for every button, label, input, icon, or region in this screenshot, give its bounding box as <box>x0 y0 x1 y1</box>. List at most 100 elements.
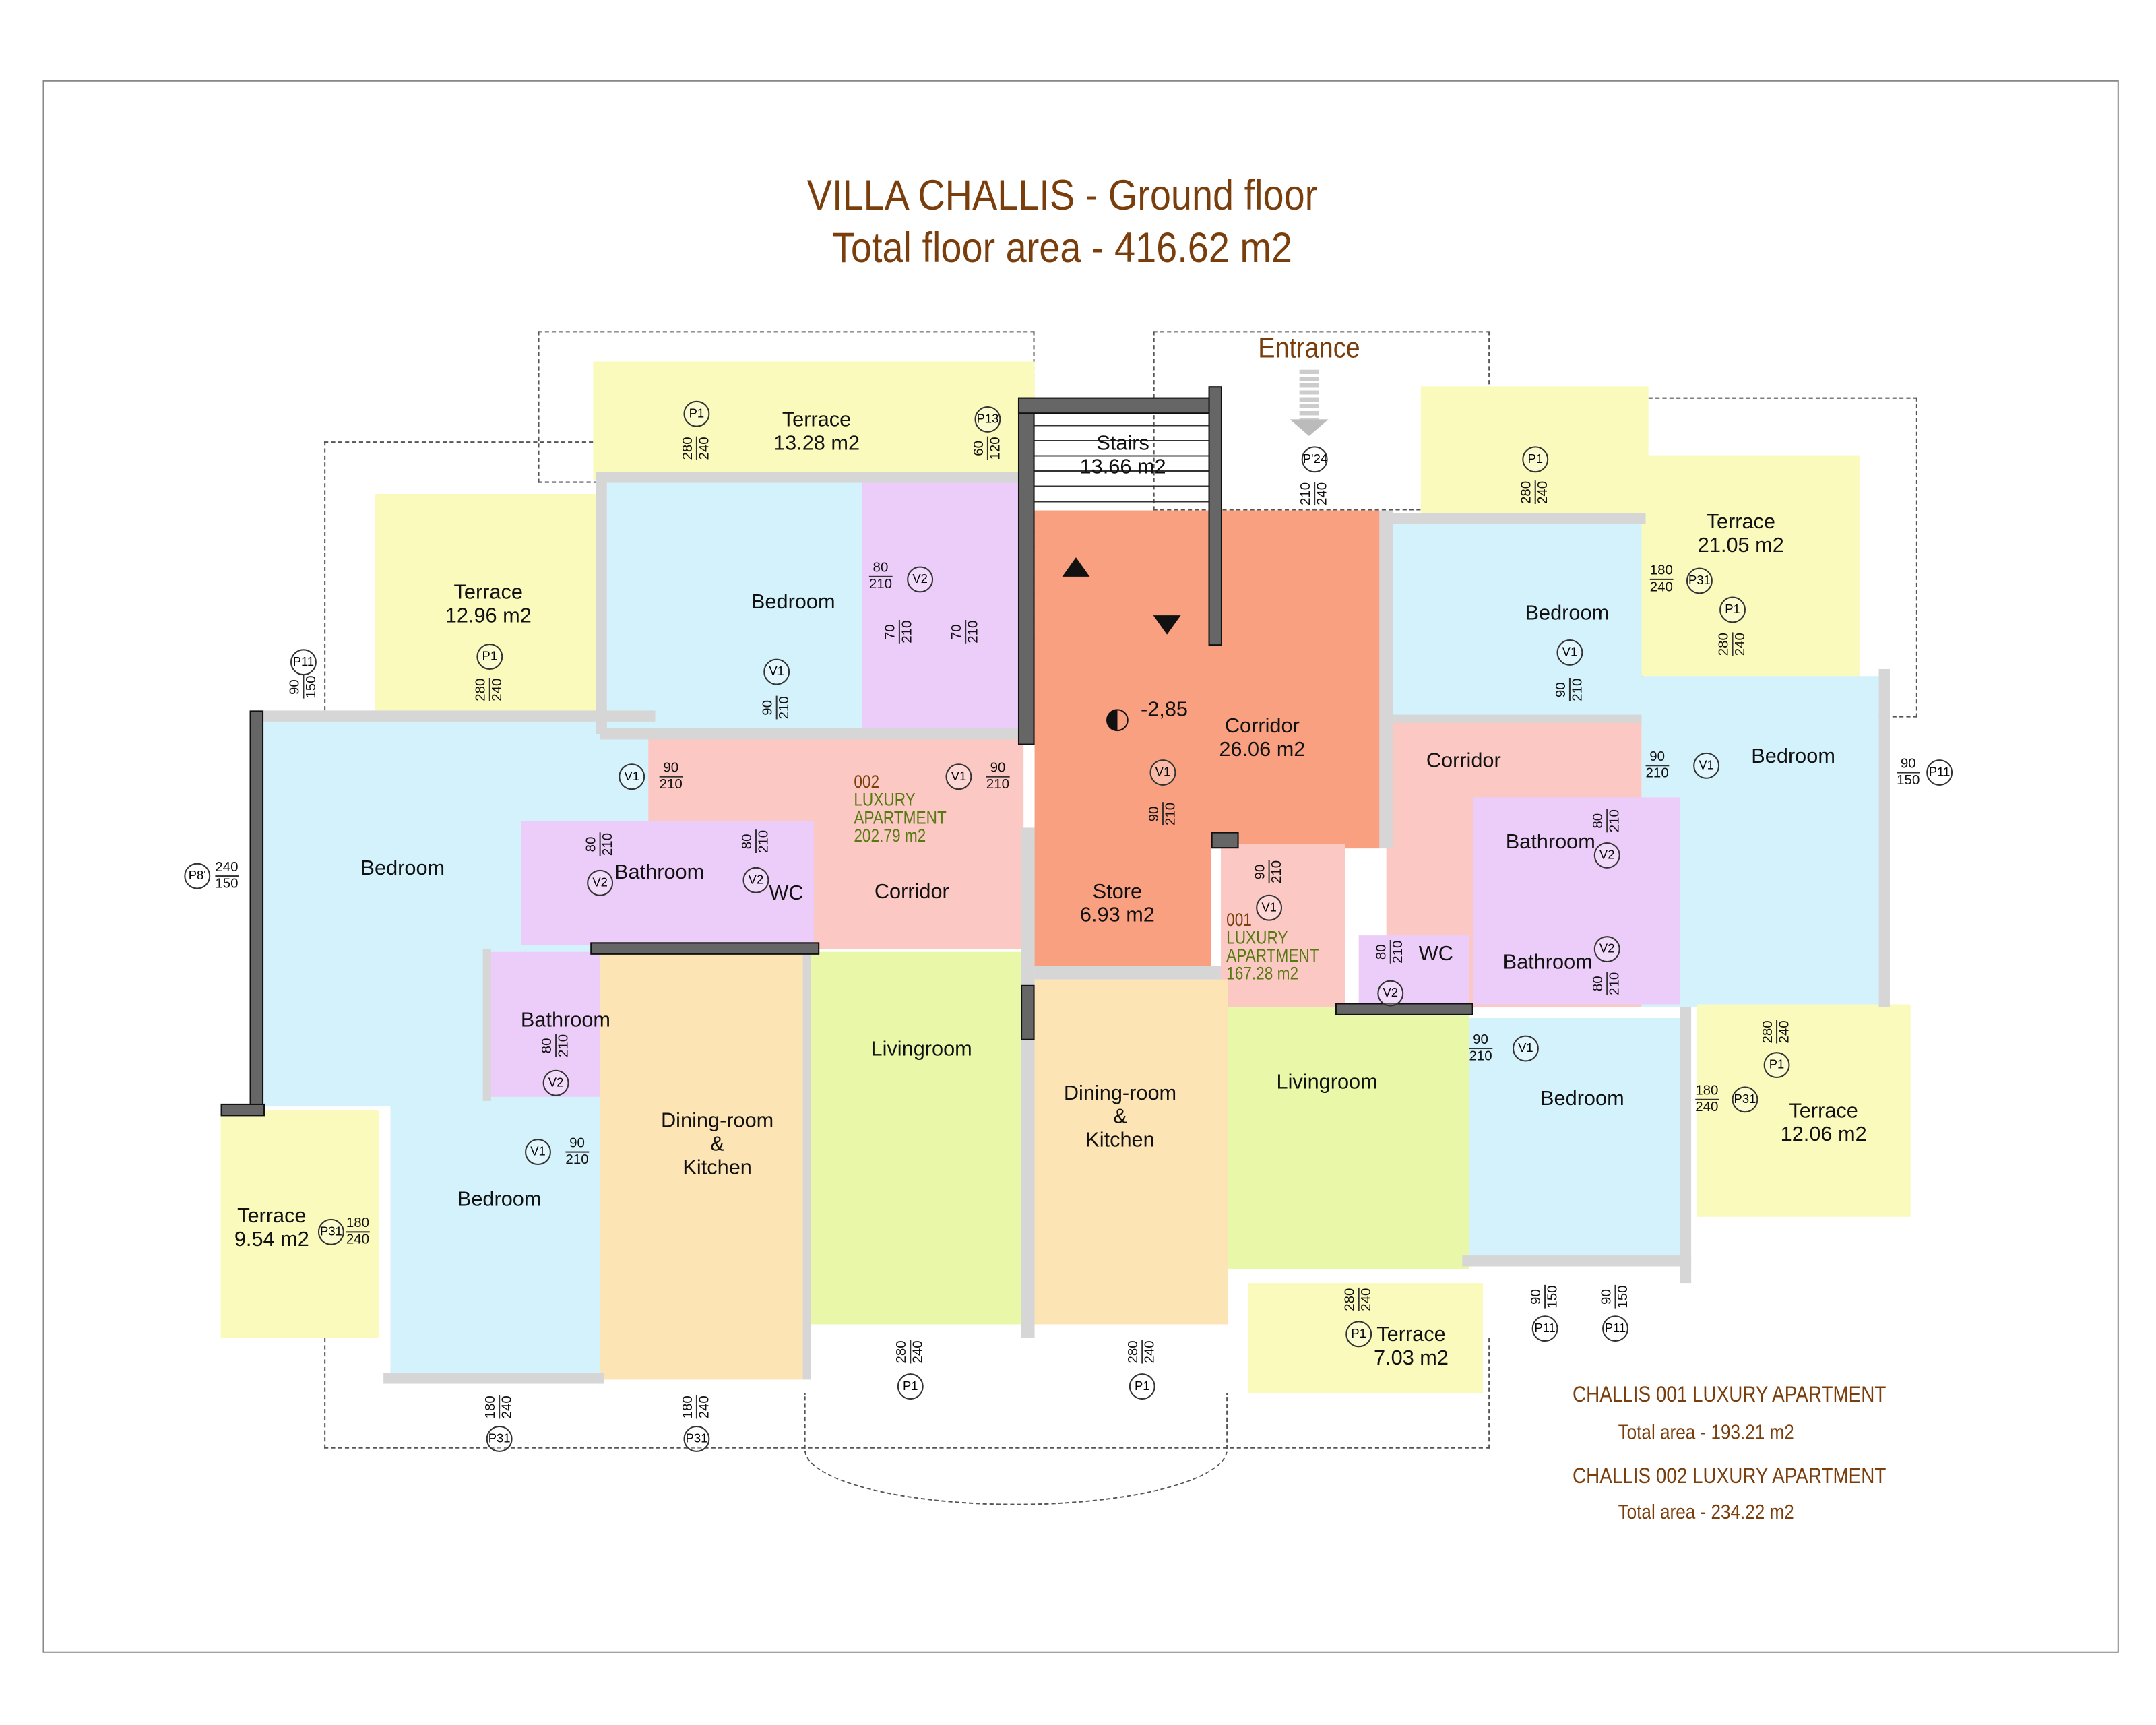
opening-tag: P'24 <box>1301 446 1328 473</box>
opening-width: 90 <box>1147 806 1162 822</box>
legend-apartment-001-total: Total area - 193.21 m2 <box>1618 1420 1794 1445</box>
opening-height: 210 <box>565 1151 589 1168</box>
opening-tag: P1 <box>1129 1373 1155 1400</box>
opening-height: 240 <box>1141 1340 1158 1364</box>
room-label-bathroom-right-2: Bathroom <box>1502 950 1593 974</box>
opening-tag: P13 <box>974 406 1001 433</box>
opening-tag: V2 <box>907 566 934 593</box>
room-label-wc-left: WC <box>769 881 804 906</box>
bathroom-top <box>862 480 1021 732</box>
room-label-wc-right: WC <box>1418 942 1453 966</box>
opening-tag: P1 <box>1763 1052 1790 1079</box>
opening-width: 180 <box>483 1395 499 1419</box>
bedroom-left-lower <box>390 1103 600 1380</box>
opening-width: 280 <box>474 678 489 701</box>
room-label-bedroom-left-lower: Bedroom <box>457 1187 542 1212</box>
opening-tag: V1 <box>945 763 972 790</box>
opening-tag: V1 <box>525 1139 551 1166</box>
opening-height: 210 <box>1645 765 1669 782</box>
opening-width: 90 <box>1554 682 1569 698</box>
structural-wall <box>590 942 820 955</box>
opening-tag: P11 <box>1602 1315 1628 1342</box>
opening-height: 210 <box>1606 809 1623 833</box>
opening-height: 210 <box>1606 972 1623 995</box>
opening-width: 280 <box>1716 633 1732 656</box>
opening-height: 240 <box>1314 482 1331 506</box>
room-label-bedroom-left: Bedroom <box>360 856 445 881</box>
terrace-top <box>593 361 1035 480</box>
opening-tag: P1 <box>1719 596 1746 623</box>
opening-width: 180 <box>1649 563 1673 579</box>
opening-tag: P11 <box>1926 759 1953 786</box>
room-label-living-left: Livingroom <box>870 1037 972 1061</box>
opening-width: 280 <box>680 437 696 460</box>
dining-kitchen-left <box>600 951 807 1380</box>
opening-width: 280 <box>1761 1020 1777 1044</box>
opening-width: 90 <box>1529 1289 1545 1305</box>
wall <box>596 472 1024 483</box>
wall <box>600 728 1035 740</box>
room-label-bathroom-left: Bathroom <box>614 860 705 885</box>
opening-width: 90 <box>663 761 679 776</box>
entrance-arc-outline <box>804 1393 1228 1505</box>
opening-height: 150 <box>303 675 319 699</box>
terrace-right-top-b <box>1641 455 1860 677</box>
opening-height: 240 <box>1776 1020 1793 1044</box>
wall <box>1383 513 1646 525</box>
room-label-bathroom-right-1: Bathroom <box>1505 830 1595 854</box>
opening-height: 150 <box>1544 1285 1561 1309</box>
wall <box>596 472 607 734</box>
opening-height: 210 <box>898 620 916 644</box>
legend-apartment-002-name: CHALLIS 002 LUXURY APARTMENT <box>1573 1465 1886 1489</box>
opening-height: 210 <box>1469 1048 1492 1065</box>
opening-tag: P8' <box>184 862 211 889</box>
opening-width: 80 <box>540 1038 556 1054</box>
opening-height: 210 <box>868 575 893 592</box>
wall <box>1878 668 1890 1007</box>
opening-height: 210 <box>555 1034 572 1058</box>
opening-height: 240 <box>499 1395 515 1419</box>
opening-tag: P1 <box>1345 1321 1372 1348</box>
structural-wall <box>1211 832 1239 849</box>
opening-tag: V1 <box>1149 759 1176 786</box>
dining-kitchen-mid <box>1034 979 1228 1325</box>
opening-height: 240 <box>1649 578 1673 595</box>
opening-height: 120 <box>986 437 1004 460</box>
bathroom-left <box>521 821 724 945</box>
opening-width: 90 <box>990 761 1006 776</box>
opening-height: 240 <box>346 1231 370 1248</box>
opening-tag: P31 <box>486 1425 513 1452</box>
opening-width: 210 <box>1298 482 1314 506</box>
structural-wall <box>1208 386 1222 646</box>
wall <box>1379 510 1393 849</box>
opening-tag: V2 <box>1593 842 1620 869</box>
opening-height: 210 <box>965 620 982 644</box>
opening-height: 210 <box>1162 802 1179 826</box>
wall <box>255 710 656 722</box>
stairs-down-arrow-icon <box>1153 615 1181 635</box>
opening-tag: P11 <box>1531 1315 1558 1342</box>
opening-width: 280 <box>894 1340 910 1364</box>
opening-width: 280 <box>1126 1340 1142 1364</box>
opening-height: 210 <box>599 832 616 856</box>
